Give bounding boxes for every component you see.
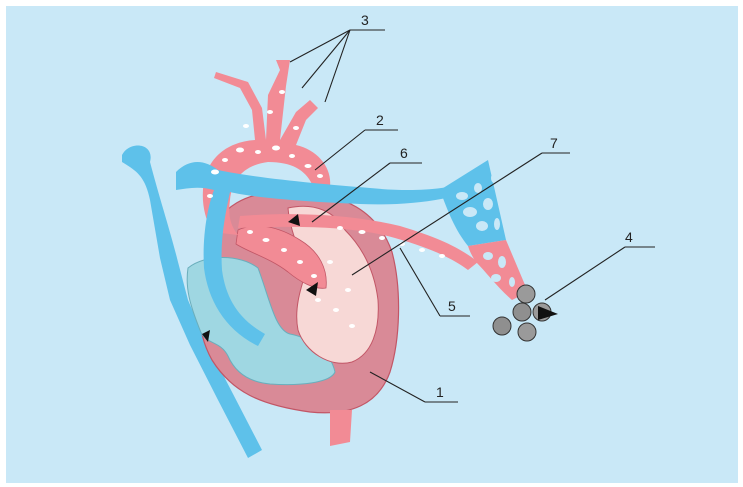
label-4: 4	[625, 229, 633, 245]
label-6: 6	[400, 145, 408, 161]
label-7: 7	[550, 135, 558, 151]
descending-aorta	[330, 410, 352, 446]
label-3: 3	[361, 12, 369, 28]
label-2: 2	[376, 112, 384, 128]
label-5: 5	[448, 298, 456, 314]
label-1: 1	[436, 384, 444, 400]
